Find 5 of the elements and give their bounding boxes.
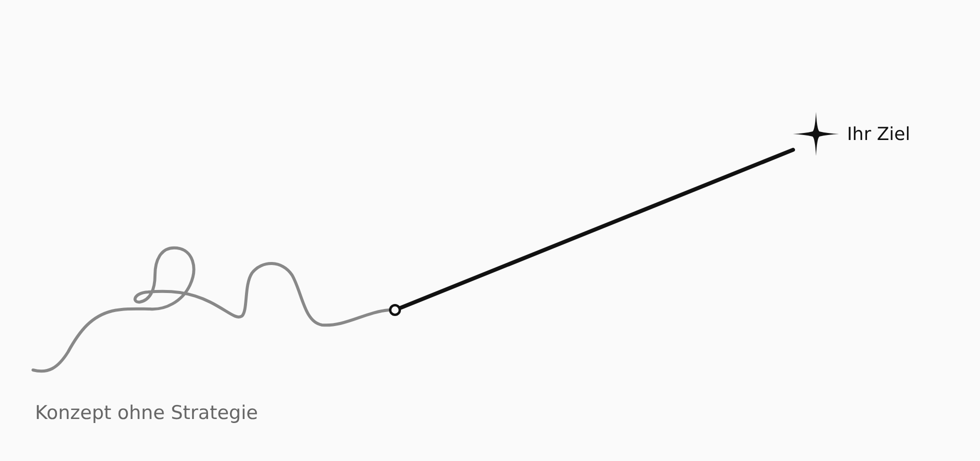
goal-label: Ihr Ziel — [847, 124, 910, 144]
path-caption: Konzept ohne Strategie — [35, 402, 258, 424]
small-circle — [389, 304, 401, 316]
wavy-line — [32, 246, 390, 373]
straight-line — [398, 148, 795, 310]
